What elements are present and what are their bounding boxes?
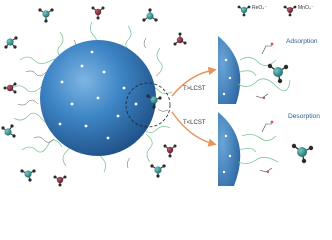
adsorption-label: Adsorption [286, 38, 318, 45]
legend-reo4-icon [237, 5, 251, 17]
arrow-to-desorption [171, 111, 217, 147]
adsorption-panel [218, 36, 291, 104]
arrow-to-adsorption [171, 66, 217, 97]
condition-label-lower: T<LCST [183, 120, 206, 126]
legend-label-reo4: ReO₄⁻ [252, 5, 267, 11]
diagram-canvas: ReO₄⁻ MnO₄⁻ T>LCST T<LCST Adsorption Des… [1, 5, 320, 187]
mno4-anions [3, 6, 187, 187]
reo4-anions [1, 8, 166, 182]
desorption-panel [218, 112, 314, 186]
zoom-region-circle [125, 82, 171, 128]
condition-label-upper: T>LCST [183, 86, 206, 92]
desorption-label: Desorption [288, 113, 320, 120]
legend-label-mno4: MnO₄⁻ [298, 5, 314, 11]
sphere-surface-dots [58, 50, 138, 140]
diagram-graphic [1, 5, 314, 187]
legend-mno4-icon [283, 5, 297, 17]
